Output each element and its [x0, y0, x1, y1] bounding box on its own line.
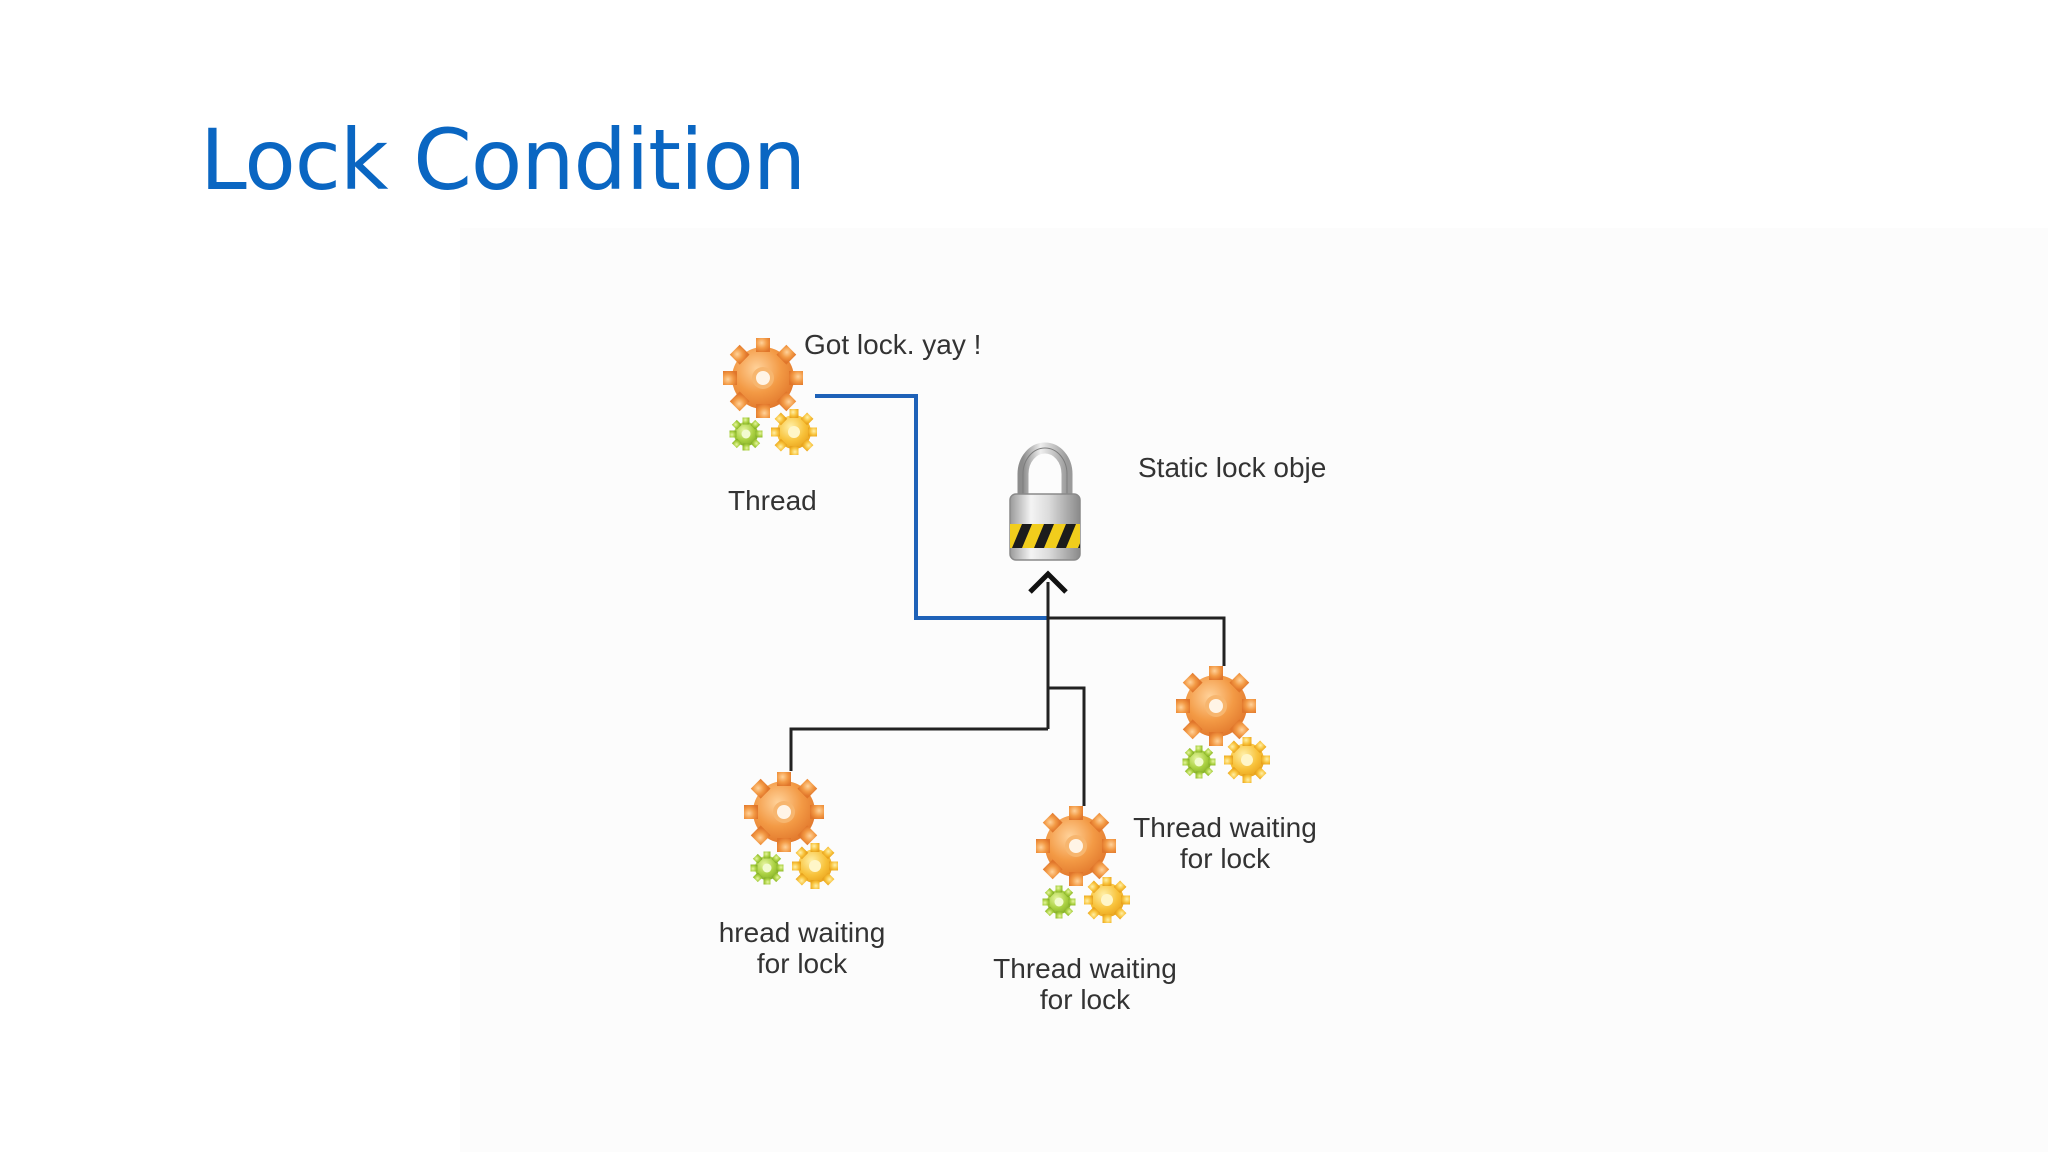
waiting-thread-label-line1: Thread waiting [1133, 812, 1317, 843]
waiting-thread-label-line2: for lock [1179, 843, 1271, 874]
waiting-thread-label-line2: for lock [756, 948, 848, 979]
lock-object-label: Static lock obje [1138, 452, 1327, 483]
gear-cluster-icon [1176, 666, 1270, 783]
arrow-up-icon [1028, 570, 1068, 594]
holder-thread-label: Thread [728, 485, 817, 516]
slide-title: Lock Condition [200, 111, 806, 209]
gear-cluster-icon [723, 338, 817, 455]
waiting-thread-label-line2: for lock [1039, 984, 1131, 1015]
waiting-thread-label-line1: Thread waiting [993, 953, 1177, 984]
holder-status-label: Got lock. yay ! [804, 329, 982, 360]
waiting-connector-line-left [789, 727, 1048, 771]
padlock-icon [1009, 442, 1081, 561]
gear-cluster-icon [1036, 806, 1130, 923]
waiting-connector-line-right [1048, 616, 1226, 666]
waiting-connector-line-middle [1048, 686, 1086, 806]
waiting-thread-label-line1: hread waiting [718, 917, 886, 948]
holder-connector-line [815, 394, 1048, 620]
waiting-thread-label: Thread waiting for lock [985, 953, 1185, 1015]
gear-cluster-icon [744, 772, 838, 889]
waiting-thread-label: Thread waiting for lock [1125, 812, 1325, 874]
waiting-thread-label: hread waiting for lock [712, 917, 892, 979]
